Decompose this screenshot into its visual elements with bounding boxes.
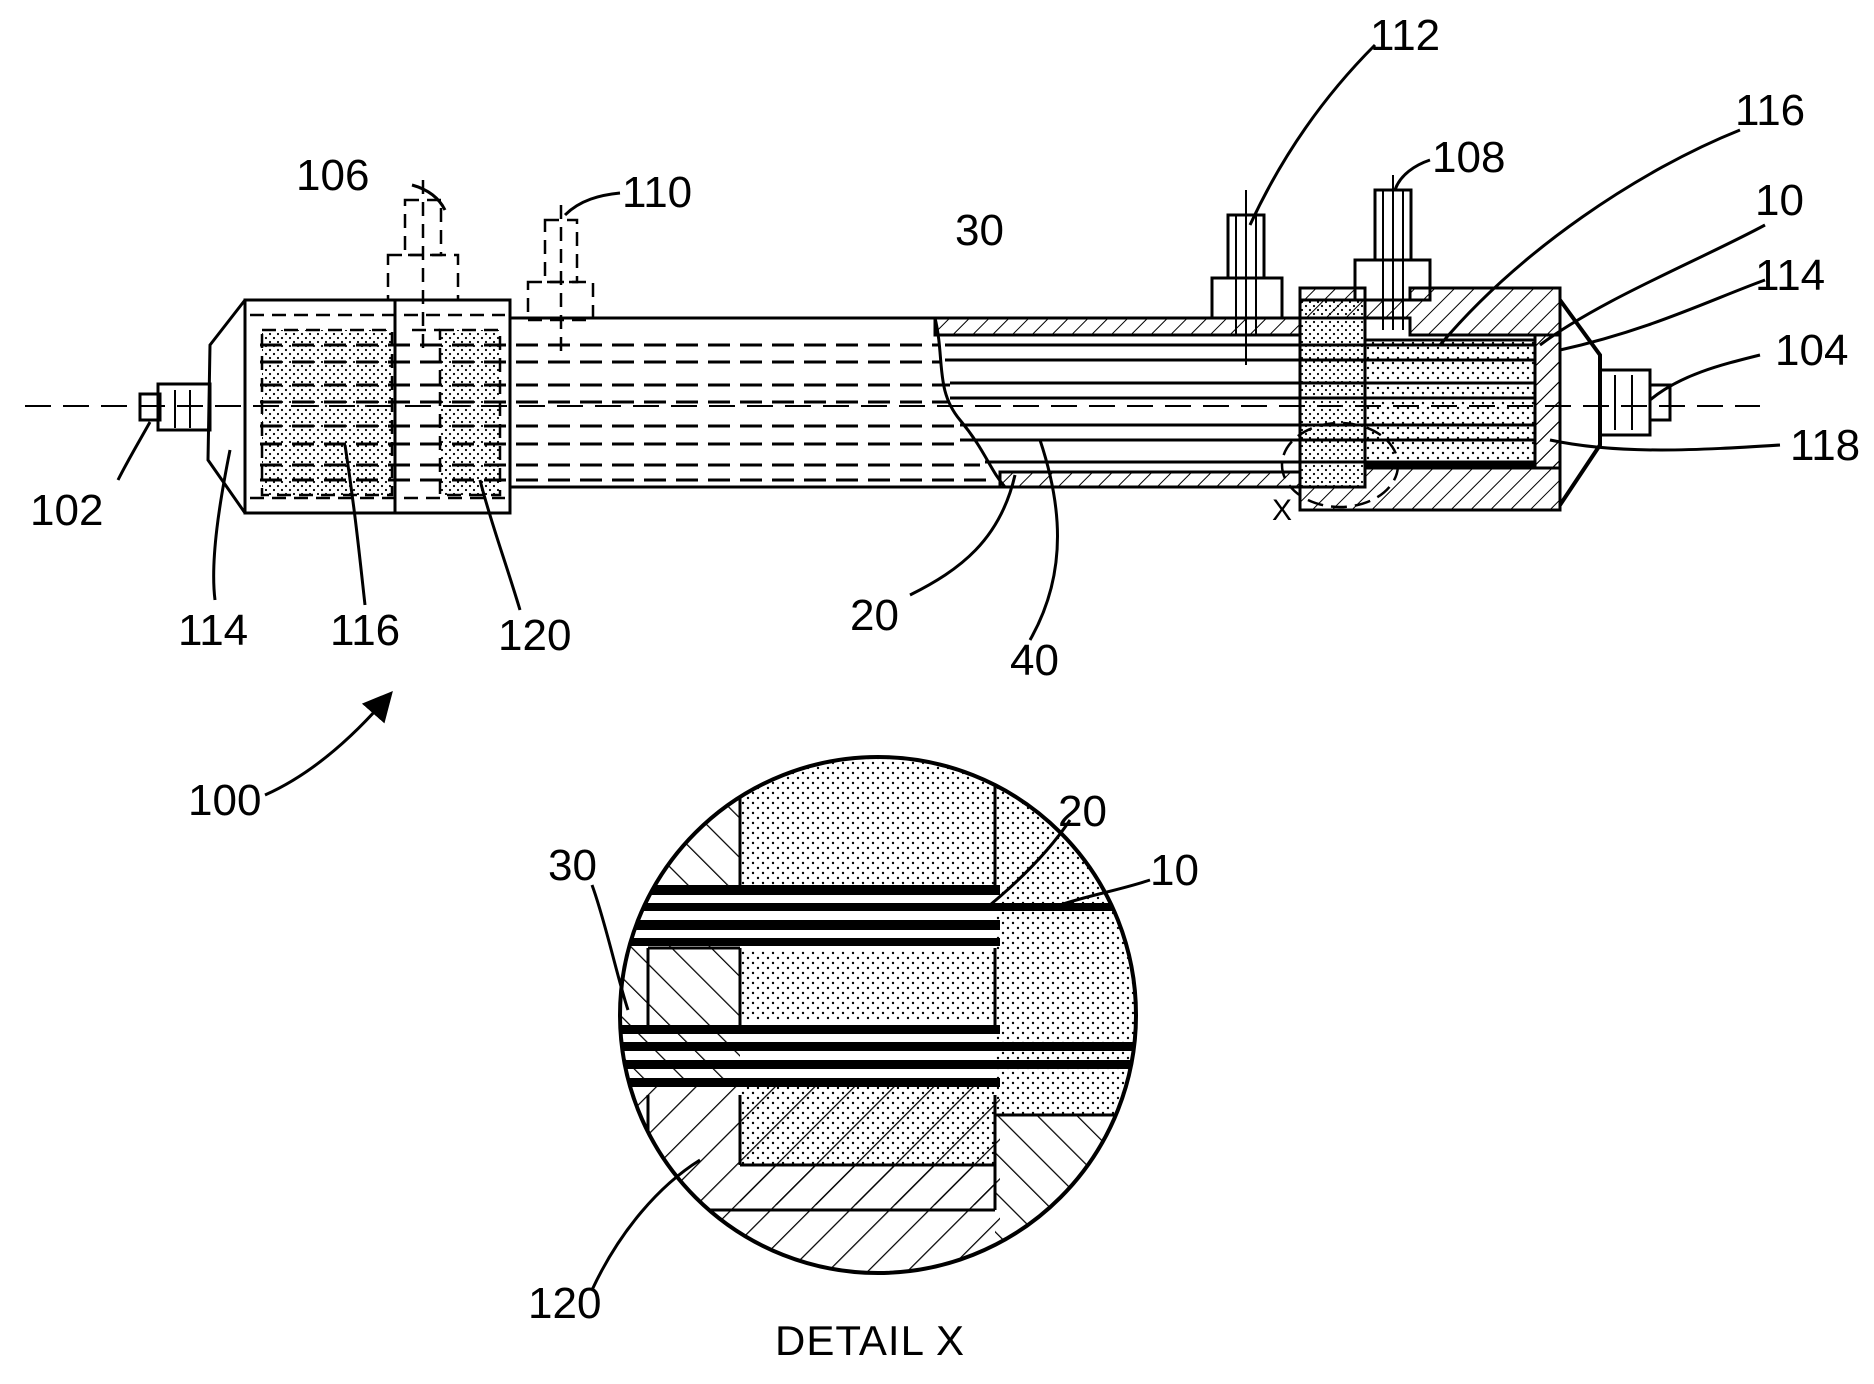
detail-label-10: 10 bbox=[1150, 846, 1199, 895]
right-port bbox=[1600, 370, 1650, 435]
detail-label-30: 30 bbox=[548, 841, 597, 890]
label-10-main: 10 bbox=[1755, 176, 1804, 225]
detail-title: DETAIL X bbox=[775, 1317, 965, 1364]
label-116-right: 116 bbox=[1735, 86, 1805, 135]
label-40: 40 bbox=[1010, 636, 1059, 685]
detail-x: 30 20 10 120 DETAIL X bbox=[528, 740, 1199, 1364]
label-114-left: 114 bbox=[178, 606, 248, 655]
label-112: 112 bbox=[1370, 11, 1440, 60]
label-118: 118 bbox=[1790, 421, 1860, 470]
label-104: 104 bbox=[1775, 326, 1848, 375]
label-100: 100 bbox=[188, 776, 261, 825]
label-102: 102 bbox=[30, 486, 103, 535]
label-108: 108 bbox=[1432, 133, 1505, 182]
left-ring-120 bbox=[440, 330, 500, 495]
label-110: 110 bbox=[622, 168, 692, 217]
label-106: 106 bbox=[296, 151, 369, 200]
nozzle-110 bbox=[528, 205, 593, 355]
label-section-x: X bbox=[1272, 494, 1292, 527]
shell-wall-bottom bbox=[1000, 472, 1300, 487]
end-plate-118 bbox=[1535, 335, 1560, 468]
detail-label-120: 120 bbox=[528, 1279, 601, 1328]
nozzle-112 bbox=[1212, 190, 1282, 365]
label-20-main: 20 bbox=[850, 591, 899, 640]
right-ring-120 bbox=[1300, 300, 1365, 487]
right-end-cap bbox=[1560, 300, 1600, 505]
left-potting-116 bbox=[262, 330, 392, 495]
label-30-main: 30 bbox=[955, 206, 1004, 255]
module-assembly bbox=[25, 175, 1760, 513]
label-120-main: 120 bbox=[498, 611, 571, 660]
detail-label-20: 20 bbox=[1058, 787, 1107, 836]
nozzle-106 bbox=[388, 180, 458, 350]
label-116-left: 116 bbox=[330, 606, 400, 655]
label-114-right: 114 bbox=[1755, 251, 1825, 300]
arrow-100 bbox=[265, 700, 385, 795]
